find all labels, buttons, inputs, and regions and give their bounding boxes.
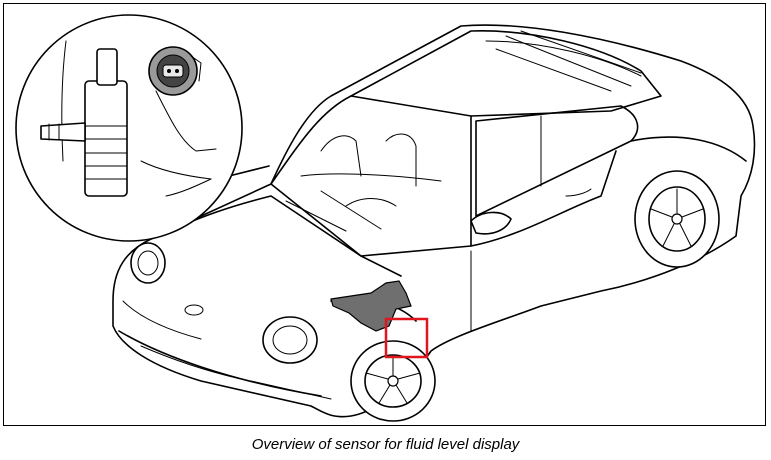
rear-wheel [634,170,720,268]
detail-callout [15,14,270,242]
illustration-frame [3,3,766,426]
front-wheel [350,340,436,422]
sensor-location-highlight [384,317,429,359]
figure-caption: Overview of sensor for fluid level displ… [251,436,520,453]
car-illustration [15,14,756,422]
